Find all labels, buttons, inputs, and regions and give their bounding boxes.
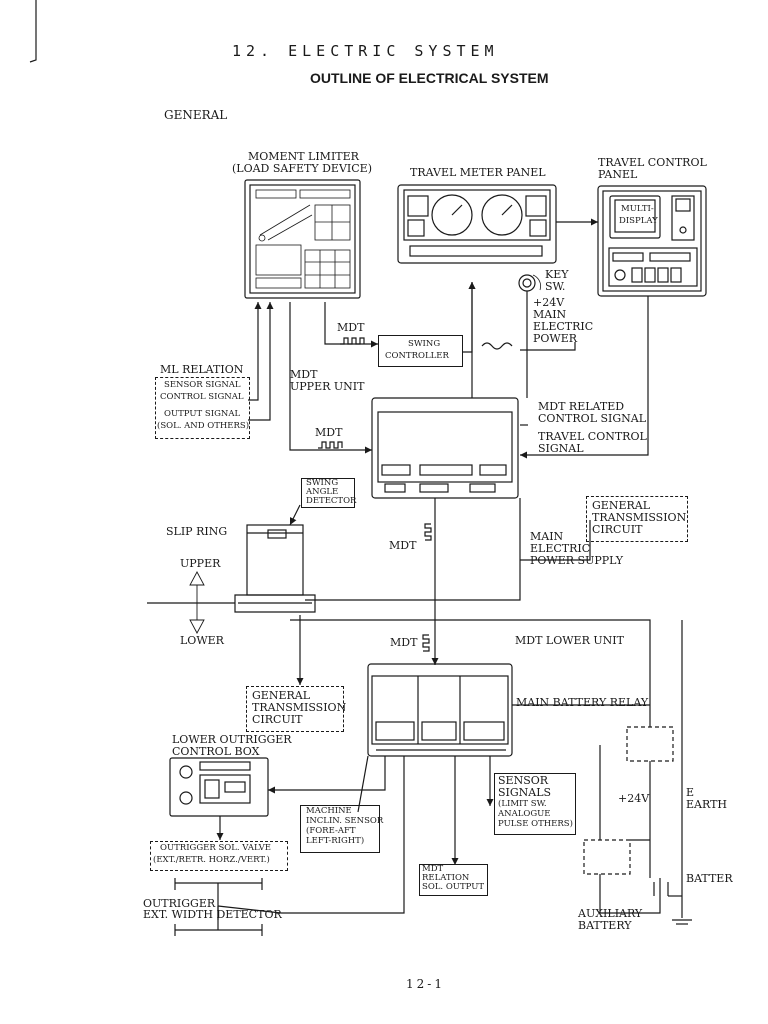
sensor-signals-2: SIGNALS — [498, 786, 552, 799]
ml-output-signal: OUTPUT SIGNAL — [164, 409, 241, 419]
travel-control-signal-label-2: SIGNAL — [538, 442, 584, 455]
swing-angle-detector-box — [301, 478, 355, 508]
mdt-label-slip: MDT — [389, 539, 417, 552]
mdt-relation-3: SOL. OUTPUT — [422, 882, 485, 892]
auxiliary-battery-label: AUXILIARY — [578, 907, 643, 920]
gen-trans-upper-3: CIRCUIT — [592, 523, 643, 536]
page-number: 12-1 — [406, 977, 445, 991]
sensor-signals-1: SENSOR — [498, 774, 549, 787]
mdt-related-label: MDT RELATED — [538, 400, 625, 413]
mdt-lower-unit-label: MDT LOWER UNIT — [515, 634, 624, 647]
mdt-relation-1: MDT — [422, 864, 444, 874]
main-power-power: POWER — [533, 332, 578, 345]
travel-meter-panel-label: TRAVEL METER PANEL — [410, 166, 546, 179]
main-power-electric: ELECTRIC — [533, 320, 594, 333]
plus-24v-label: +24V — [618, 792, 650, 805]
ml-control-signal: CONTROL SIGNAL — [160, 392, 244, 402]
main-eps-1: MAIN — [530, 530, 564, 543]
mdt-label-lower: MDT — [390, 636, 418, 649]
upper-label: UPPER — [180, 557, 221, 570]
swing-angle-label-3: DETECTOR — [306, 496, 357, 506]
general-label: GENERAL — [164, 108, 228, 122]
gen-trans-lower-1: GENERAL — [252, 689, 311, 702]
mdt-relation-box — [419, 864, 488, 896]
outrigger-sol-valve-1: OUTRIGGER SOL. VALVE — [160, 843, 271, 853]
main-eps-2: ELECTRIC — [530, 542, 591, 555]
key-sw-label-2: SW. — [545, 280, 566, 293]
ml-relation-box — [155, 377, 250, 439]
auxiliary-battery-label-2: BATTERY — [578, 919, 632, 932]
mdt-upper-unit-label: MDT — [290, 368, 318, 381]
machine-inclin-3: (FORE-AFT — [306, 826, 356, 836]
main-battery-relay-label: MAIN BATTERY RELAY — [516, 696, 649, 709]
main-power-main: MAIN — [533, 308, 567, 321]
main-eps-3: POWER SUPPLY — [530, 554, 624, 567]
moment-limiter-sublabel: (LOAD SAFETY DEVICE) — [232, 162, 372, 175]
moment-limiter-label: MOMENT LIMITER — [248, 150, 359, 163]
machine-inclin-box — [300, 805, 380, 853]
gen-trans-upper-1: GENERAL — [592, 499, 651, 512]
outrigger-sol-valve-box — [150, 841, 288, 871]
gen-trans-lower-3: CIRCUIT — [252, 713, 303, 726]
gen-trans-upper-2: TRANSMISSION — [592, 511, 687, 524]
travel-control-panel-label-2: PANEL — [598, 168, 638, 181]
general-transmission-lower-box — [246, 686, 344, 732]
ml-relation-label: ML RELATION — [160, 363, 244, 376]
lower-outrigger-label-2: CONTROL BOX — [172, 745, 260, 758]
multi-display-label: MULTI- — [621, 204, 654, 214]
machine-inclin-4: LEFT-RIGHT) — [306, 836, 365, 846]
ml-output-signal-2: (SOL. AND OTHERS) — [157, 421, 250, 431]
swing-controller-label: SWING — [408, 339, 441, 349]
swing-controller-label-2: CONTROLLER — [385, 351, 449, 361]
sensor-signals-3: (LIMIT SW. — [498, 799, 547, 809]
sensor-signals-4: ANALOGUE — [498, 809, 551, 819]
lower-label: LOWER — [180, 634, 224, 647]
batter-label: BATTER — [686, 872, 733, 885]
mdt-label-swing: MDT — [337, 321, 365, 334]
lower-outrigger-label: LOWER OUTRIGGER — [172, 733, 292, 746]
sensor-signals-box — [494, 773, 576, 835]
general-transmission-upper-box — [586, 496, 688, 542]
swing-angle-label: SWING — [306, 478, 339, 488]
multi-display-label-2: DISPLAY — [619, 216, 658, 226]
slip-ring-label: SLIP RING — [166, 525, 228, 538]
travel-control-panel-label: TRAVEL CONTROL — [598, 156, 707, 169]
mdt-relation-2: RELATION — [422, 873, 470, 883]
main-power-24v: +24V — [533, 296, 565, 309]
mdt-related-label-2: CONTROL SIGNAL — [538, 412, 647, 425]
sensor-signals-5: PULSE OTHERS) — [498, 819, 573, 829]
section-title: OUTLINE OF ELECTRICAL SYSTEM — [310, 70, 549, 86]
swing-controller-box — [378, 335, 463, 367]
outrigger-detector-label-2: EXT. WIDTH DETECTOR — [143, 908, 282, 921]
outrigger-sol-valve-2: (EXT./RETR. HORZ./VERT.) — [153, 855, 270, 865]
machine-inclin-1: MACHINE — [306, 806, 352, 816]
earth-e-label: E — [686, 786, 695, 799]
outrigger-detector-label: OUTRIGGER — [143, 897, 216, 910]
swing-angle-label-2: ANGLE — [306, 487, 339, 497]
key-sw-label: KEY — [545, 268, 569, 281]
gen-trans-lower-2: TRANSMISSION — [252, 701, 347, 714]
chapter-title: 12. ELECTRIC SYSTEM — [232, 42, 499, 60]
mdt-label-upper: MDT — [315, 426, 343, 439]
mdt-upper-unit-label-2: UPPER UNIT — [290, 380, 365, 393]
travel-control-signal-label: TRAVEL CONTROL — [538, 430, 647, 443]
machine-inclin-2: INCLIN. SENSOR — [306, 816, 384, 826]
ml-sensor-signal: SENSOR SIGNAL — [164, 380, 241, 390]
earth-label: EARTH — [686, 798, 727, 811]
